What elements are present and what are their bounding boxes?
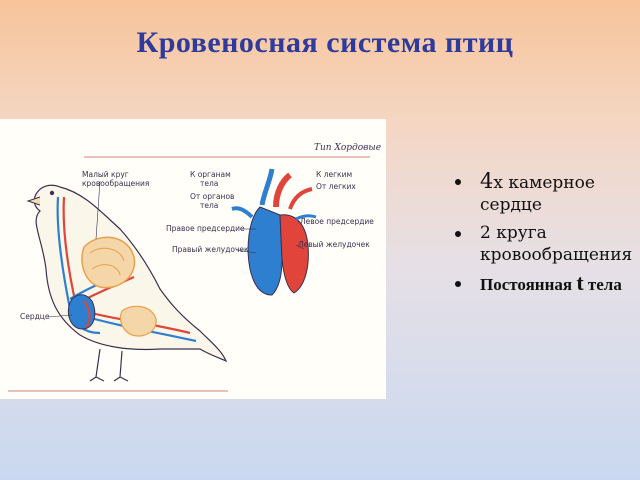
fact-two-circles: 2 круга кровообращения bbox=[452, 222, 637, 266]
heart-illustration bbox=[231, 168, 317, 296]
label-from-lungs: От легких bbox=[316, 182, 356, 191]
beak-shape bbox=[26, 196, 41, 206]
abdominal-organ bbox=[119, 305, 157, 337]
fact-text: 2 круга кровообращения bbox=[480, 223, 633, 265]
label-right-ventricle: Правый желудочек bbox=[172, 245, 249, 254]
label-left-atrium: Левое предсердие bbox=[300, 217, 374, 226]
diagram-illustration: Тип Хордовые bbox=[8, 143, 381, 392]
label-from-organs-2: тела bbox=[200, 201, 218, 210]
small-circle-pointer bbox=[95, 180, 101, 240]
heart-pointer bbox=[47, 314, 73, 318]
fact-rest-text: х камерное сердце bbox=[480, 173, 595, 215]
label-mask-top-left bbox=[4, 137, 84, 161]
left-leg bbox=[89, 348, 105, 382]
label-heart: Сердце bbox=[20, 312, 50, 321]
label-from-organs-1: От органов bbox=[190, 192, 234, 201]
label-small-circle-2: кровообращения bbox=[82, 179, 149, 188]
diagram-heading: Тип Хордовые bbox=[314, 143, 381, 153]
label-to-organs-2: тела bbox=[200, 179, 218, 188]
eye-dot bbox=[49, 190, 55, 196]
right-leg bbox=[113, 350, 129, 382]
lungs-shape bbox=[81, 236, 136, 289]
pointer-left-ventricle bbox=[295, 244, 305, 250]
label-right-atrium: Правое предсердие bbox=[166, 224, 245, 233]
pointer-right-ventricle bbox=[235, 249, 257, 254]
bird-heart bbox=[67, 294, 96, 330]
fact-text-after: тела bbox=[583, 275, 622, 294]
facts-list: 4х камерное сердце 2 круга кровообращени… bbox=[452, 170, 637, 302]
slide-title: Кровеносная система птиц bbox=[136, 26, 514, 59]
label-to-lungs: К легким bbox=[316, 170, 352, 179]
label-to-organs-1: К органам bbox=[190, 170, 231, 179]
fact-four-chamber: 4х камерное сердце bbox=[452, 170, 637, 216]
fact-constant-temperature: Постоянная t тела bbox=[452, 272, 637, 296]
bird-circulation-diagram: Тип Хордовые bbox=[0, 119, 386, 399]
fact-lead-number: 4 bbox=[480, 169, 494, 193]
label-mask-bottom-right bbox=[228, 313, 384, 393]
label-left-ventricle: Левый желудочек bbox=[298, 240, 370, 249]
fact-emph-t: t bbox=[576, 270, 584, 295]
fact-text-before: Постоянная bbox=[480, 275, 577, 294]
label-small-circle-1: Малый круг bbox=[82, 170, 129, 179]
